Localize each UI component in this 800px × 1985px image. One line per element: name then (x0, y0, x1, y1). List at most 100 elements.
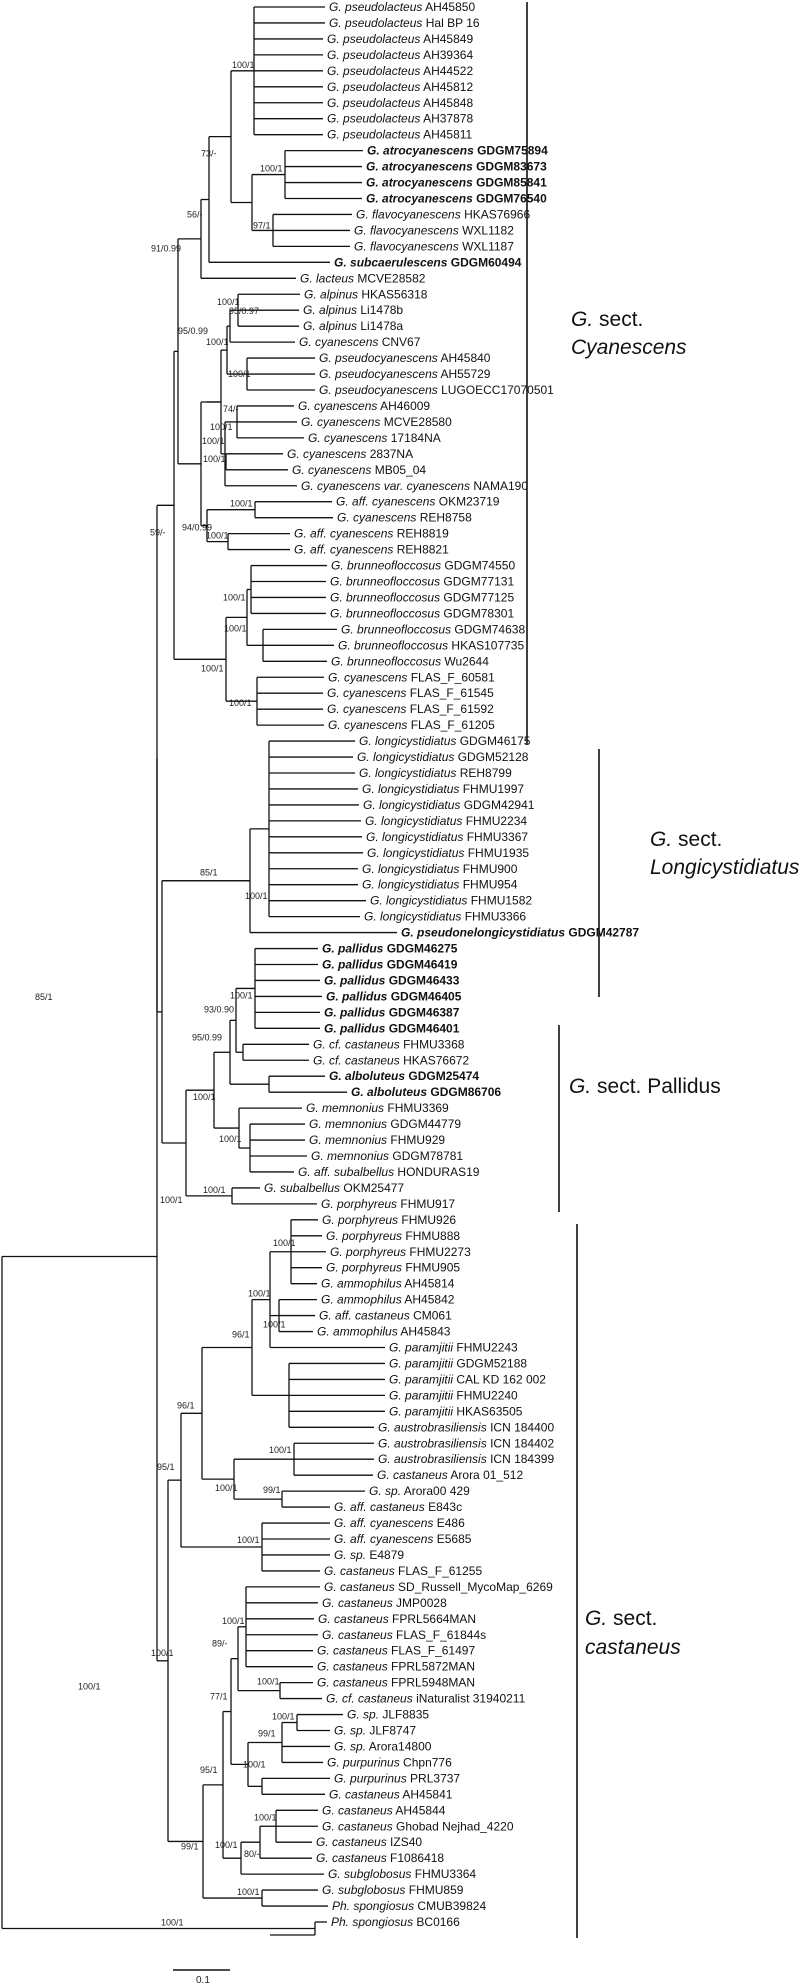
tip-epithet: cyanescens (324, 431, 387, 445)
tip-label: G. alboluteus GDGM25474 (329, 1069, 479, 1083)
tip-voucher: GDGM86706 (427, 1085, 501, 1099)
tip-label: G. purpurinus PRL3737 (334, 1771, 460, 1785)
tip-epithet: atrocyanescens (382, 192, 473, 206)
tip-voucher: GDGM52128 (454, 750, 528, 764)
tip-epithet: porphyreus (341, 1261, 402, 1275)
tip-label: G. castaneus FPRL5664MAN (318, 1612, 476, 1626)
tip-voucher: GDGM85841 (473, 176, 547, 190)
tip-voucher: JMP0028 (393, 1596, 447, 1610)
tip-genus: G. (322, 1628, 338, 1642)
tip-label: G. flavocyanescens WXL1182 (354, 223, 514, 237)
tip-label: G. longicystidiatus FHMU1997 (362, 782, 524, 796)
tip-voucher: HKAS76966 (461, 207, 531, 221)
tip-epithet: pallidus (339, 1005, 386, 1019)
tip-voucher: Arora00 429 (401, 1484, 470, 1498)
tip-genus: G. (311, 1149, 327, 1163)
tip-epithet: longicystidiatus (381, 814, 462, 828)
tip-label: G. aff. subalbellus HONDURAS19 (298, 1165, 480, 1179)
tip-label: G. castaneus SD_Russell_MycoMap_6269 (324, 1580, 553, 1594)
support-value: 100/1 (230, 499, 253, 509)
support-value: 100/1 (222, 1616, 245, 1626)
section-label-castaneus-line2: castaneus (585, 1636, 681, 1659)
tip-label: G. porphyreus FHMU888 (326, 1229, 460, 1243)
tip-voucher: FLAS_F_61205 (407, 718, 495, 732)
tip-label: G. alpinus Li1478b (303, 303, 403, 317)
tip-label: G. subglobosus FHMU859 (322, 1883, 464, 1897)
tip-epithet: pseudolacteus (344, 0, 422, 14)
tip-epithet: longicystidiatus (375, 766, 456, 780)
tip-voucher: Li1478a (357, 319, 403, 333)
tip-genus: G. (324, 1005, 340, 1019)
tip-voucher: HKAS76672 (400, 1053, 470, 1067)
tip-label: G. pallidus GDGM46275 (322, 942, 458, 956)
tip-epithet: aff. cyanescens (350, 1532, 433, 1546)
tip-label: G. pseudolacteus AH44522 (327, 64, 473, 78)
tip-label: G. aff. castaneus CM061 (319, 1309, 452, 1323)
tip-epithet: atrocyanescens (382, 176, 473, 190)
tip-epithet: sp. (350, 1724, 366, 1738)
tip-epithet: purpurinus (342, 1755, 400, 1769)
support-value: 89/- (212, 1639, 228, 1649)
tip-voucher: E4879 (366, 1548, 404, 1562)
section-label-pallidus: G. sect. Pallidus (569, 1075, 721, 1098)
tip-epithet: cyanescens (343, 702, 406, 716)
tip-voucher: HKAS63505 (453, 1404, 523, 1418)
tip-epithet: pallidus (339, 973, 386, 987)
tip-voucher: AH45842 (402, 1293, 455, 1307)
tip-epithet: castaneus (340, 1580, 395, 1594)
support-value: 85/1 (35, 992, 53, 1002)
tip-label: G. pseudolacteus AH37878 (327, 112, 473, 126)
tip-voucher: CNV67 (378, 335, 420, 349)
tip-voucher: ICN 184402 (487, 1436, 555, 1450)
tip-epithet: longicystidiatus (375, 734, 456, 748)
tip-voucher: GDGM78781 (389, 1149, 463, 1163)
tip-label: G. longicystidiatus FHMU3367 (366, 830, 528, 844)
tip-voucher: GDGM76540 (473, 192, 547, 206)
tip-genus: G. (327, 128, 343, 142)
tip-label: G. pseudolacteus AH45848 (327, 96, 473, 110)
tip-voucher: GDGM46175 (456, 734, 530, 748)
scale-bar-label: 0.1 (196, 1975, 210, 1985)
tip-epithet: pseudocyanescens (334, 383, 438, 397)
tip-epithet: cf. castaneus (342, 1692, 413, 1706)
tip-label: G. brunneofloccosus GDGM74550 (331, 559, 515, 573)
tip-voucher: iNaturalist 31940211 (413, 1692, 526, 1706)
tip-label: G. porphyreus FHMU905 (326, 1261, 460, 1275)
tip-label: G. castaneus FLAS_F_61497 (317, 1644, 475, 1658)
tip-voucher: FHMU3364 (411, 1867, 476, 1881)
support-value: 100/1 (193, 1092, 216, 1102)
tip-voucher: FHMU1997 (459, 782, 524, 796)
support-value: 100/1 (243, 1759, 266, 1769)
tip-genus: G. (369, 1484, 385, 1498)
tip-genus: G. (322, 1819, 338, 1833)
tip-epithet: alpinus (319, 303, 357, 317)
tip-voucher: GDGM77125 (440, 590, 514, 604)
tip-epithet: pseudolacteus (342, 32, 420, 46)
tip-epithet: longicystidiatus (379, 798, 460, 812)
tip-genus: G. (366, 192, 382, 206)
tip-genus: G. (319, 1309, 335, 1323)
tip-voucher: AH45850 (422, 0, 475, 14)
tip-label: G. cf. castaneus HKAS76672 (313, 1053, 469, 1067)
tip-voucher: AH45849 (420, 32, 473, 46)
tip-voucher: FPRL5872MAN (388, 1660, 475, 1674)
tip-label: G. pseudocyanescens AH45840 (319, 351, 491, 365)
tip-voucher: GDGM78301 (440, 606, 514, 620)
tip-genus: G. (326, 1229, 342, 1243)
tip-voucher: BC0166 (413, 1915, 460, 1929)
tip-label: G. aff. cyanescens E486 (334, 1516, 465, 1530)
tip-genus: G. (389, 1404, 405, 1418)
tip-label: G. pseudolacteus AH45850 (329, 0, 475, 14)
tip-epithet: castaneus (333, 1660, 388, 1674)
tip-label: G. cyanescens FLAS_F_61205 (328, 718, 495, 732)
tip-label: G. cyanescens MB05_04 (292, 463, 426, 477)
section-brackets: G. sect. Cyanescens G. sect. Longicystid… (526, 2, 800, 1938)
tip-voucher: LUGOECC17070501 (438, 383, 554, 397)
tip-genus: G. (327, 80, 343, 94)
tip-epithet: ammophilus (333, 1325, 398, 1339)
tip-genus: G. (322, 958, 338, 972)
tip-epithet: pseudocyanescens (334, 367, 438, 381)
tip-voucher: REH8758 (416, 511, 472, 525)
support-value: 100/1 (203, 1185, 226, 1195)
tip-epithet: ammophilus (337, 1293, 402, 1307)
